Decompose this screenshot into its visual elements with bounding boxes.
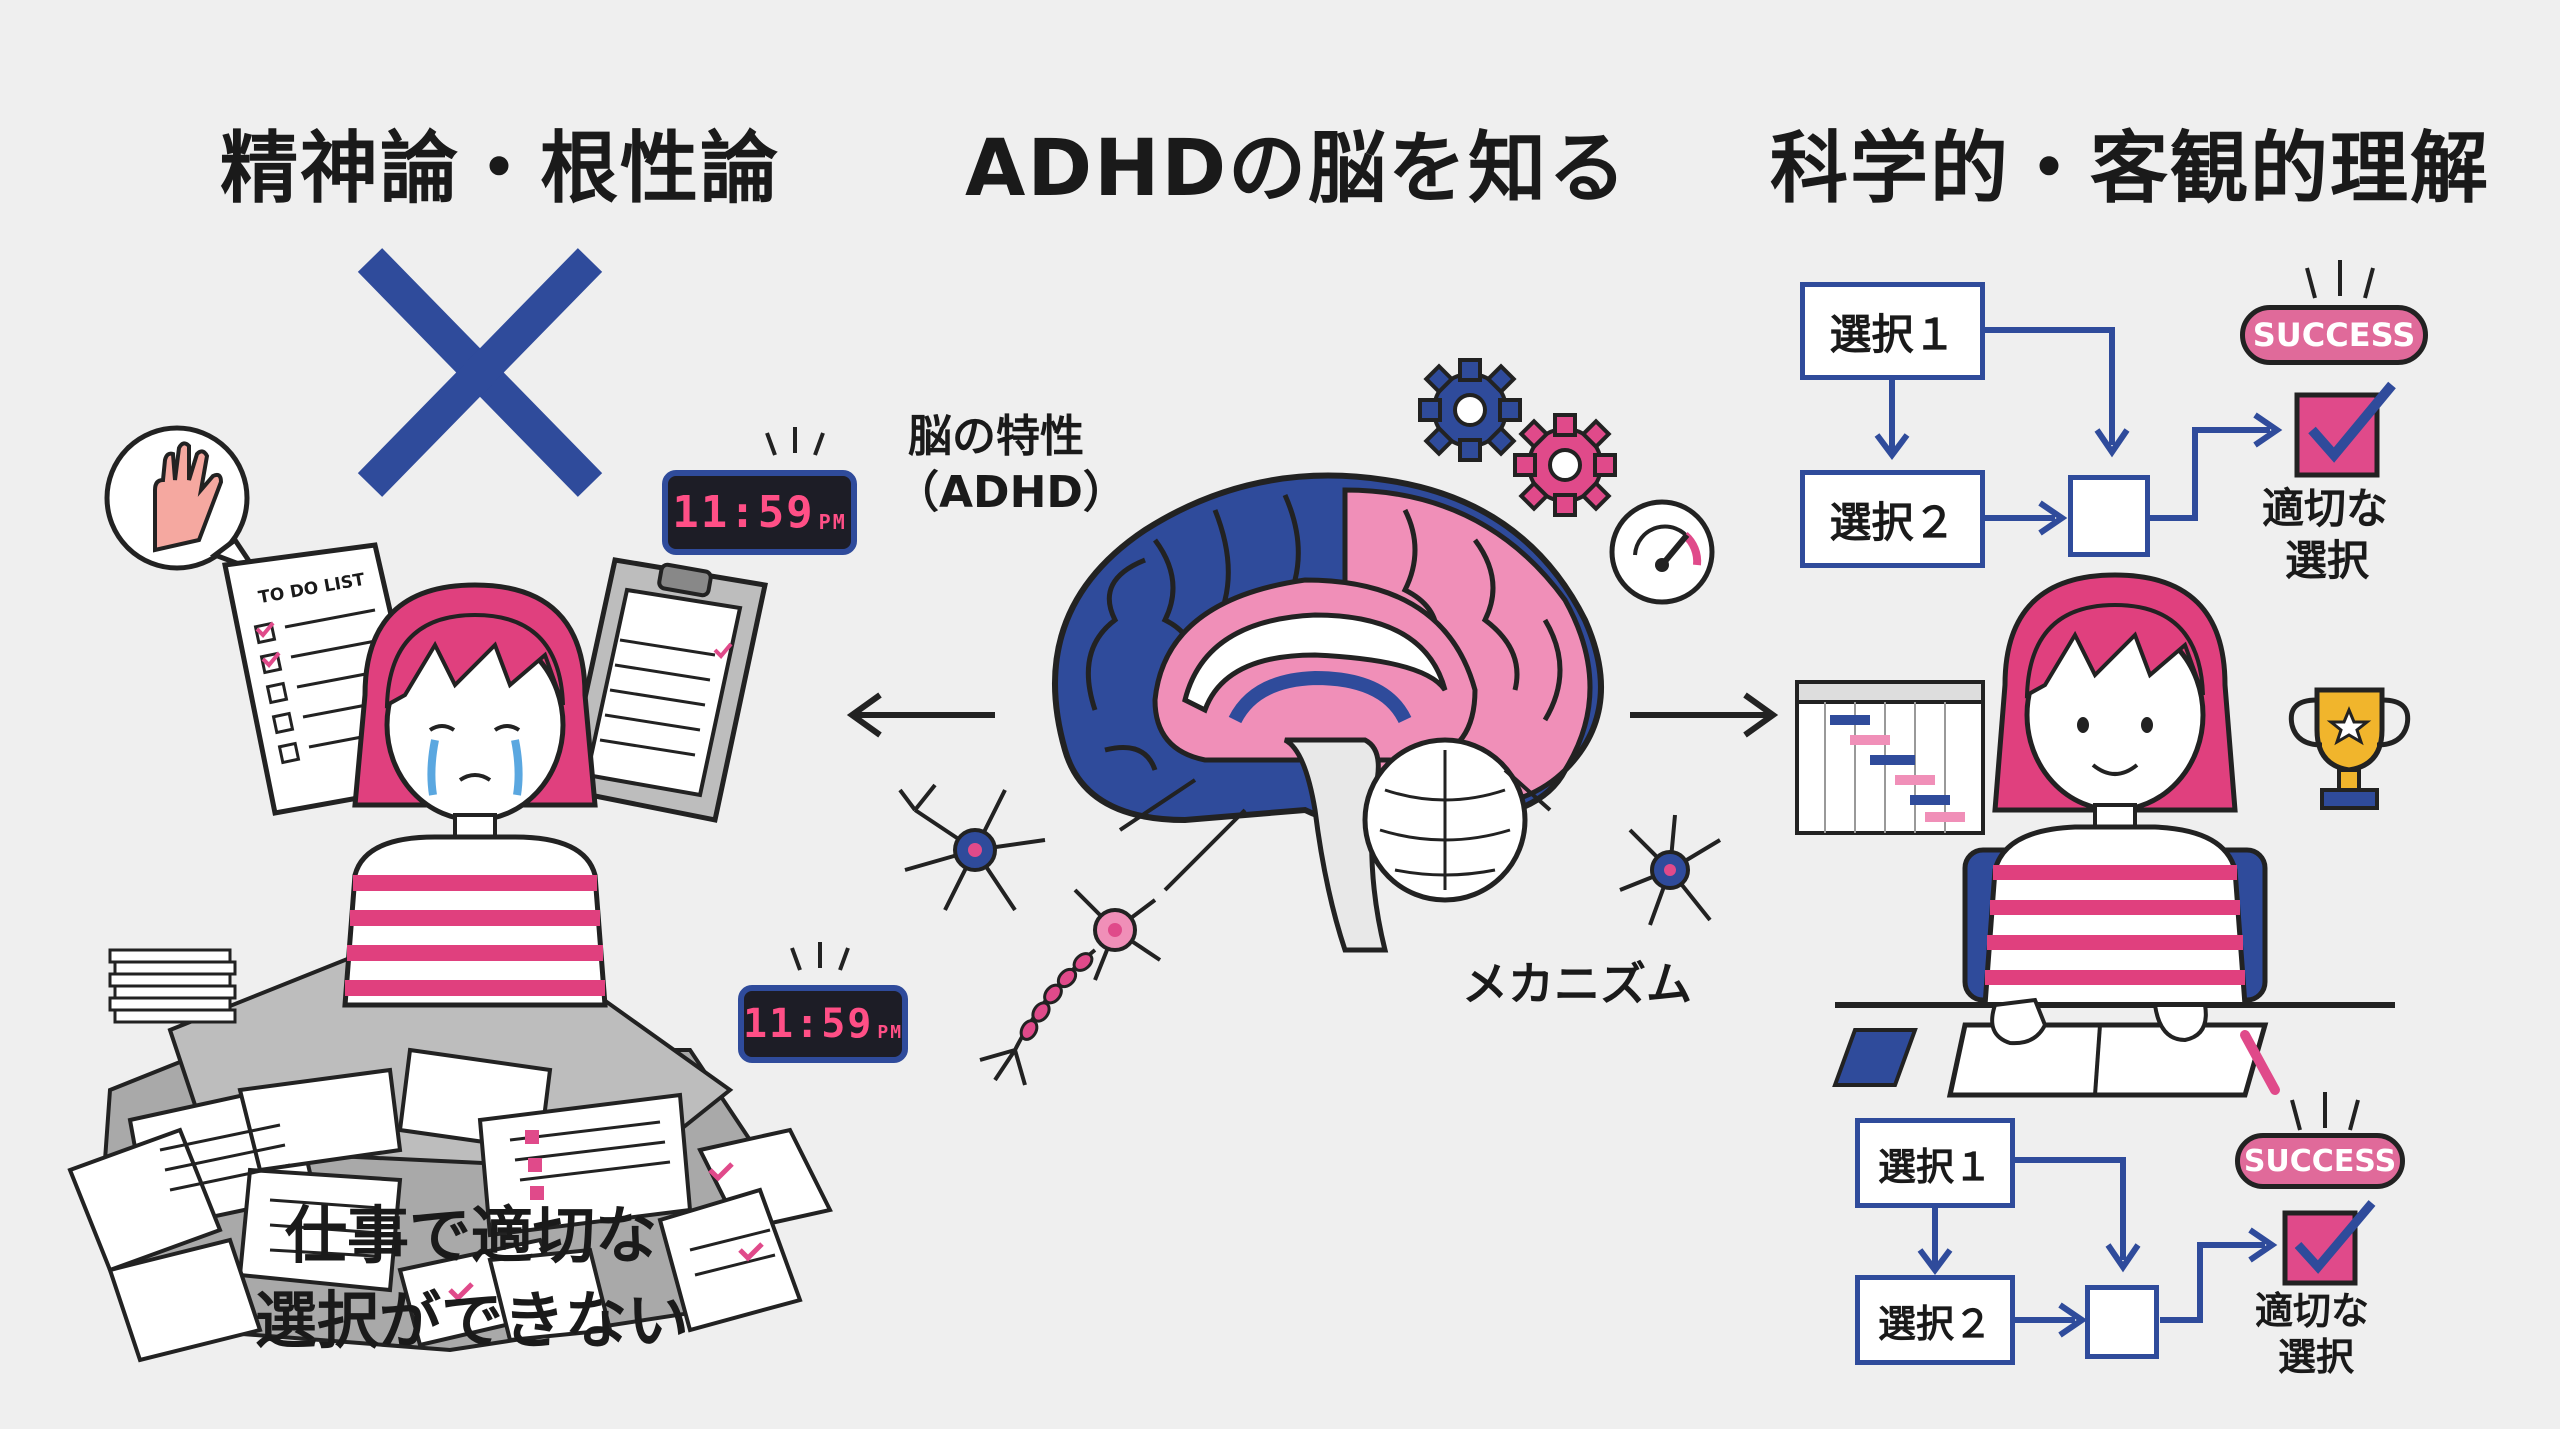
bottom-success-badge: SUCCESS [2235,1133,2405,1189]
checkbox-icon-bottom [2282,1200,2376,1286]
checkbox-icon-top [2294,381,2396,478]
trait-label-line1: 脳の特性 [908,411,1084,462]
brain-icon [1052,472,1604,953]
top-choice2-box: 選択２ [1800,470,1985,568]
heading-center: ADHDの脳を知る [965,124,1629,214]
arrow-left-icon [846,692,995,738]
top-flow-arrows [1874,327,2283,536]
gauge-icon [1609,499,1715,605]
hand-icon [104,425,262,576]
heading-left: 精神論・根性論 [220,124,781,214]
gear-icon [1418,358,1522,462]
top-choice1-box: 選択１ [1800,282,1985,380]
trait-label-line2: （ADHD） [895,467,1127,518]
paper-pile [67,947,833,1363]
top-success-rays [2305,260,2375,299]
happy-girl [1832,572,2395,1098]
crying-girl [342,582,608,1008]
gantt-chart-icon [1795,680,1985,835]
heading-right: 科学的・客観的理解 [1770,124,2491,214]
left-caption-line1: 仕事で適切な [285,1199,658,1272]
bottom-success-rays [2290,1092,2360,1131]
mechanism-label: メカニズム [1462,957,1692,1011]
x-mark-icon [357,248,603,497]
neuron-icon-right [1619,814,1722,926]
bottom-result-line2: 選択 [2278,1335,2355,1379]
clipboard-icon [562,557,768,823]
top-result-line2: 選択 [2285,536,2370,585]
arrow-right-icon [1630,692,1779,738]
alarm-lines-bottom [790,942,850,971]
left-caption-line2: 選択ができない [255,1284,690,1357]
trophy-icon [2288,687,2411,810]
top-success-badge: SUCCESS [2240,305,2428,365]
bottom-choice1-box: 選択１ [1855,1118,2015,1208]
bottom-merge-box [2085,1285,2159,1359]
neuron-icon-left [898,783,1046,912]
gear-icon-pink [1513,413,1617,517]
top-merge-box [2068,475,2150,557]
bottom-flow-arrows [1917,1157,2278,1338]
bottom-choice2-box: 選択２ [1855,1275,2015,1365]
top-result-line1: 適切な [2262,484,2389,533]
alarm-lines-top [765,427,825,456]
bottom-result-line1: 適切な [2255,1289,2370,1333]
neuron-icon-axon [979,888,1162,1086]
